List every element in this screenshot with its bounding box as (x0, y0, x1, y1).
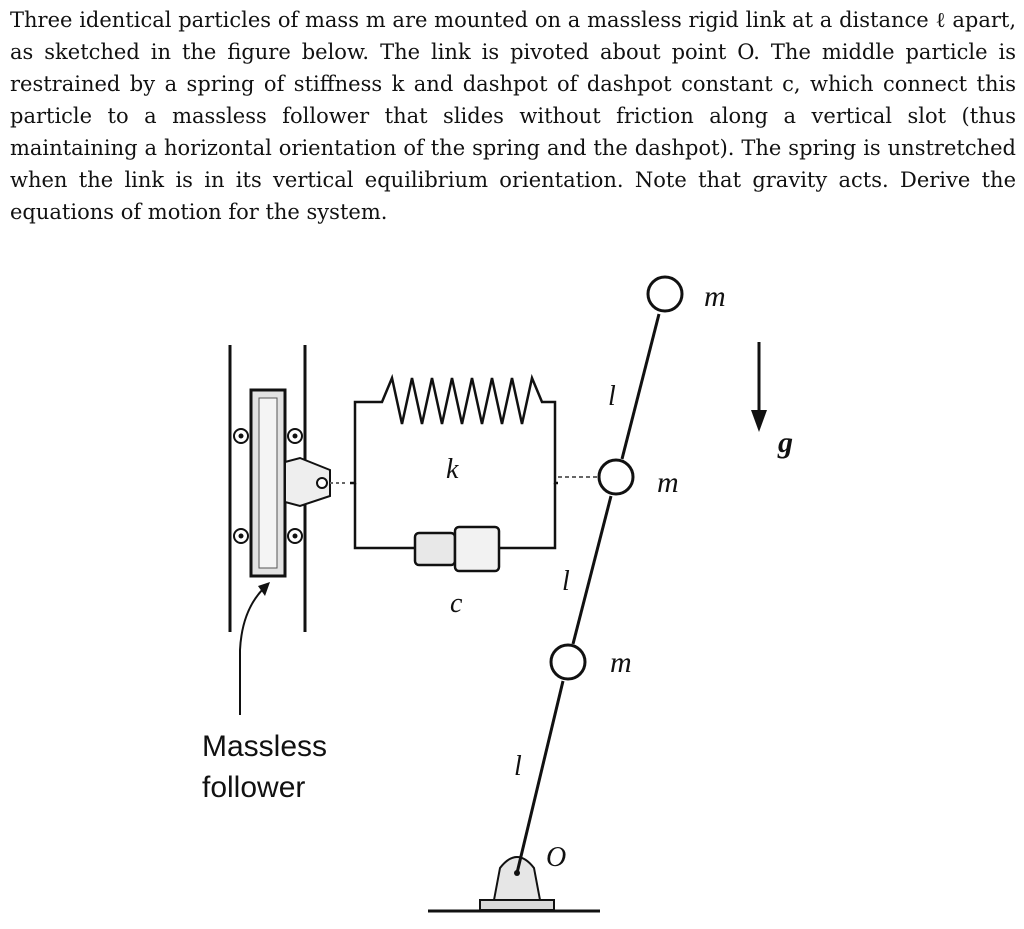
label-spring-k: k (446, 454, 459, 485)
label-length-bottom: l (514, 751, 522, 782)
massless-follower (233, 388, 348, 578)
label-length-middle: l (562, 566, 570, 597)
label-mass-top: m (704, 280, 726, 313)
label-length-top: l (608, 381, 616, 412)
problem-statement: Three identical particles of mass m are … (10, 8, 1016, 224)
mass-top (646, 275, 684, 313)
gravity-arrow-icon (751, 342, 767, 432)
label-dashpot-c: c (450, 588, 463, 619)
mass-middle (597, 458, 635, 496)
label-mass-bottom: m (610, 646, 632, 679)
label-pivot-o: O (546, 842, 566, 873)
rigid-link (515, 313, 661, 874)
label-follower-line1: Massless (202, 730, 327, 763)
spring-k (350, 373, 558, 485)
dashpot-c (353, 483, 557, 573)
follower-pointer (239, 582, 270, 715)
label-follower-line2: follower (202, 771, 305, 804)
pivot-support (428, 856, 600, 913)
label-mass-middle: m (657, 466, 679, 499)
mass-bottom (549, 643, 587, 681)
label-gravity-g: g (777, 426, 793, 459)
